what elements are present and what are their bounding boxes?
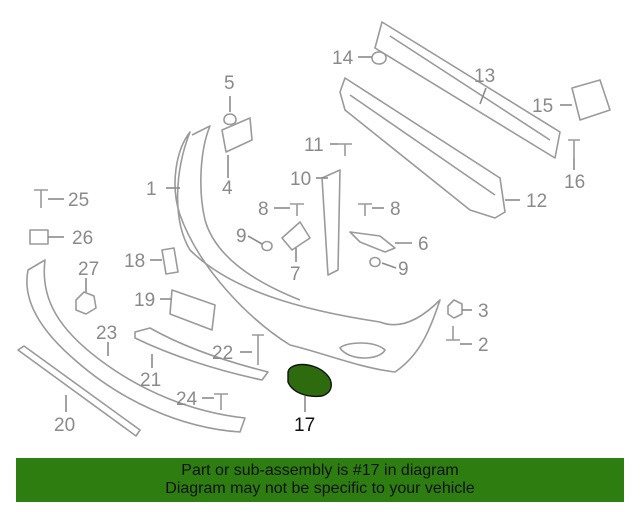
callout-18[interactable]: 18	[124, 251, 145, 272]
info-banner: Part or sub-assembly is #17 in diagram D…	[16, 458, 624, 502]
callout-12[interactable]: 12	[526, 191, 547, 212]
bracket-15-part	[571, 79, 611, 121]
plate-19-part	[169, 289, 216, 331]
callout-17[interactable]: 17	[294, 415, 315, 436]
callout-4[interactable]: 4	[222, 178, 233, 199]
callout-25[interactable]: 25	[68, 190, 89, 211]
callout-5[interactable]: 5	[224, 73, 235, 94]
callout-19[interactable]: 19	[134, 290, 155, 311]
bracket-6-part	[349, 231, 396, 253]
bolt-16-part	[568, 139, 580, 158]
callout-23[interactable]: 23	[96, 323, 117, 344]
callout-26[interactable]: 26	[72, 228, 93, 249]
callout-2[interactable]: 2	[478, 335, 489, 356]
bracket-10-part	[321, 169, 341, 276]
clip-5-part	[223, 113, 237, 126]
clip-8b-part	[358, 203, 372, 216]
clip-8a-part	[290, 203, 304, 216]
clip-26-part	[29, 229, 49, 245]
banner-line-2: Diagram may not be specific to your vehi…	[165, 480, 475, 497]
lower-valance-part	[26, 259, 246, 433]
callout-15[interactable]: 15	[532, 96, 553, 117]
callout-8-left[interactable]: 8	[258, 199, 269, 220]
clip-24-part	[214, 393, 228, 410]
bolt-22	[252, 334, 264, 365]
reinforcement-beam-part	[374, 21, 561, 159]
clip-9a-part	[261, 240, 273, 252]
nut-3-part	[447, 299, 463, 319]
callout-22[interactable]: 22	[212, 343, 233, 364]
lower-bracket-part	[134, 327, 269, 381]
callout-9-right[interactable]: 9	[398, 259, 409, 280]
callout-21[interactable]: 21	[140, 370, 161, 391]
callout-1[interactable]: 1	[146, 179, 157, 200]
clip-25-part	[34, 189, 48, 208]
callout-16[interactable]: 16	[564, 172, 585, 193]
callout-labels: 1 2 3 4 5 6 7 8 8 9 9 10 11 12 13 14 15 …	[54, 48, 585, 436]
clip-9b-part	[369, 256, 381, 268]
bracket-7-part	[281, 221, 311, 251]
callout-3[interactable]: 3	[478, 301, 489, 322]
callout-9-left[interactable]: 9	[236, 226, 247, 247]
callout-6[interactable]: 6	[418, 234, 429, 255]
plate-18-part	[161, 247, 179, 275]
clip-14-part	[371, 51, 387, 65]
clip-11-part	[338, 143, 352, 156]
callout-11[interactable]: 11	[304, 135, 324, 156]
nut-27-part	[75, 291, 97, 315]
bolt-2-part	[446, 326, 460, 341]
banner-line-1: Part or sub-assembly is #17 in diagram	[181, 462, 459, 479]
callout-24[interactable]: 24	[176, 389, 198, 410]
callout-27[interactable]: 27	[78, 259, 99, 280]
molding-strip-part	[17, 345, 141, 437]
leader-lines	[48, 56, 575, 412]
fog-lamp-cover-part-17[interactable]	[287, 363, 332, 398]
energy-absorber-part	[339, 77, 506, 219]
bracket-4-part	[221, 117, 253, 153]
callout-13[interactable]: 13	[474, 66, 495, 87]
callout-10[interactable]: 10	[290, 169, 311, 190]
bumper-cover-part	[174, 131, 441, 373]
callout-7[interactable]: 7	[290, 264, 301, 285]
callout-8-right[interactable]: 8	[390, 199, 401, 220]
callout-14[interactable]: 14	[332, 48, 354, 69]
callout-20[interactable]: 20	[54, 415, 75, 436]
